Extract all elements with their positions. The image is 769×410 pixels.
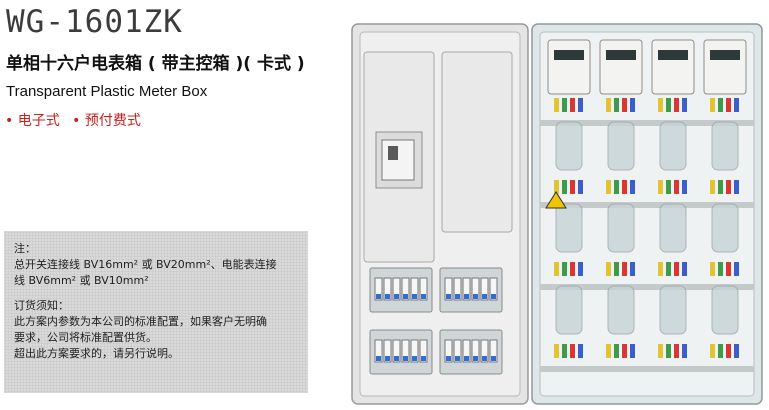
notes-line-1: 总开关连接线 BV16mm² 或 BV20mm²、电能表连接 <box>14 258 277 271</box>
electric-meter <box>710 285 739 358</box>
notes-line-2: 线 BV6mm² 或 BV10mm² <box>14 274 149 287</box>
electric-meter <box>554 203 583 276</box>
breaker-window <box>369 267 433 313</box>
electric-meter <box>554 285 583 358</box>
feature-list: • 电子式 • 预付费式 <box>5 110 149 130</box>
electric-meter <box>606 121 635 194</box>
electric-meter <box>658 285 687 358</box>
electric-meter <box>554 121 583 194</box>
notes-panel: 注： 总开关连接线 BV16mm² 或 BV20mm²、电能表连接 线 BV6m… <box>4 231 308 393</box>
meter-box-photo <box>351 23 763 405</box>
electric-meter <box>547 39 591 112</box>
electric-meter <box>651 39 695 112</box>
feature-electronic: • 电子式 <box>5 113 60 129</box>
electric-meter <box>606 285 635 358</box>
electric-meter <box>710 121 739 194</box>
electric-meter <box>703 39 747 112</box>
breaker-window <box>439 267 503 313</box>
transparent-meter-box <box>531 23 763 405</box>
electric-meter <box>658 203 687 276</box>
electric-meter <box>599 39 643 112</box>
feature-prepaid: • 预付费式 <box>72 113 141 129</box>
notes-label: 注： <box>14 242 36 255</box>
product-title-chinese: 单相十六户电表箱 ( 带主控箱 )( 卡式 ) <box>6 54 305 74</box>
breaker-window <box>369 329 433 375</box>
electric-meter <box>710 203 739 276</box>
breaker-window <box>439 329 503 375</box>
order-notes-label: 订货须知： <box>14 299 69 312</box>
order-notes-line-1: 此方案内参数为本公司的标准配置，如果客户无明确 <box>14 315 267 328</box>
order-notes-line-2: 要求，公司将标准配置供货。 <box>14 331 157 344</box>
model-number: WG-1601ZK <box>6 4 183 40</box>
electric-meter <box>606 203 635 276</box>
breaker-modules <box>369 267 503 375</box>
product-title-english: Transparent Plastic Meter Box <box>6 83 208 100</box>
electric-meter <box>658 121 687 194</box>
order-notes-line-3: 超出此方案要求的，请另行说明。 <box>14 347 179 360</box>
